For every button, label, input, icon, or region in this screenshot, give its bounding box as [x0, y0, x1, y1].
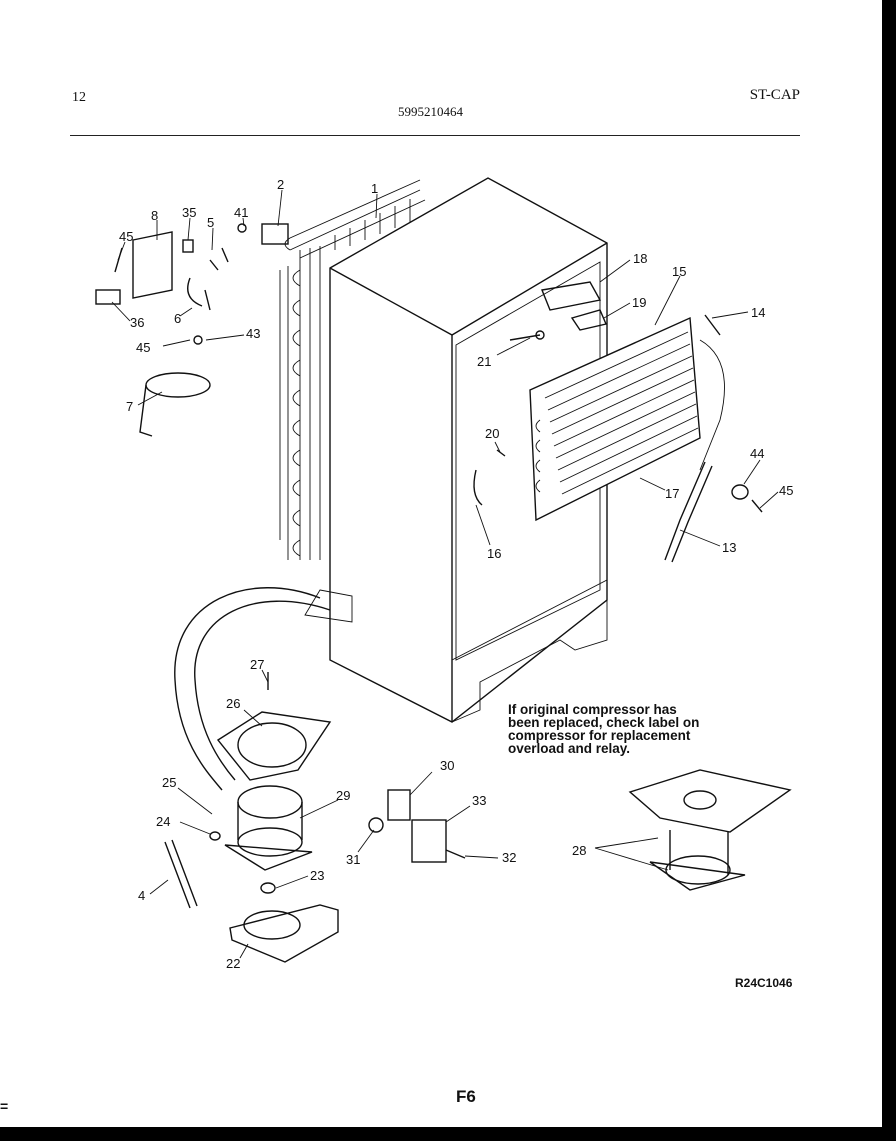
page-border-bottom — [0, 1127, 896, 1141]
callout-31: 31 — [346, 852, 360, 867]
callouts: 1 2 41 35 8 45 5 36 6 45 43 7 18 15 14 1… — [119, 177, 793, 971]
callout-16: 16 — [487, 546, 501, 561]
callout-45-mid: 45 — [136, 340, 150, 355]
assembly-arrow — [174, 587, 353, 791]
note-line-3: compressor for replacement — [508, 728, 691, 743]
small-parts — [95, 223, 763, 690]
callout-41: 41 — [234, 205, 248, 220]
note-line-4: overload and relay. — [508, 741, 631, 756]
callout-20: 20 — [485, 426, 499, 441]
callout-2: 2 — [277, 177, 284, 192]
replacement-note: If original compressor has been replaced… — [508, 702, 748, 756]
callout-45-right: 45 — [779, 483, 793, 498]
page-number: 12 — [72, 90, 86, 105]
callout-14: 14 — [751, 305, 765, 320]
callout-19: 19 — [632, 295, 646, 310]
callout-1: 1 — [371, 181, 378, 196]
callout-43: 43 — [246, 326, 260, 341]
callout-26: 26 — [226, 696, 240, 711]
relay-overload — [368, 789, 466, 863]
cabinet — [329, 177, 608, 723]
callout-17: 17 — [665, 486, 679, 501]
callout-25: 25 — [162, 775, 176, 790]
compressor-assembly — [164, 711, 339, 963]
callout-24: 24 — [156, 814, 170, 829]
callout-18: 18 — [633, 251, 647, 266]
callout-45-top: 45 — [119, 229, 133, 244]
page-border-right — [882, 0, 896, 1141]
part-number: 5995210464 — [398, 104, 463, 119]
footer-code: F6 — [456, 1087, 476, 1106]
margin-mark: = — [0, 1098, 9, 1114]
callout-22: 22 — [226, 956, 240, 971]
evaporator — [529, 316, 725, 522]
leader-lines — [111, 189, 779, 959]
callout-4: 4 — [138, 888, 145, 903]
callout-35: 35 — [182, 205, 196, 220]
callout-13: 13 — [722, 540, 736, 555]
drain-tube — [664, 461, 713, 563]
callout-28: 28 — [572, 843, 586, 858]
callout-33: 33 — [472, 793, 486, 808]
callout-23: 23 — [310, 868, 324, 883]
condenser-coil — [279, 179, 426, 560]
callout-44: 44 — [750, 446, 764, 461]
callout-27: 27 — [250, 657, 264, 672]
replacement-compressor — [628, 769, 792, 891]
model-code: ST-CAP — [749, 87, 800, 103]
callout-32: 32 — [502, 850, 516, 865]
header-rule — [70, 135, 800, 136]
callout-15: 15 — [672, 264, 686, 279]
callout-36: 36 — [130, 315, 144, 330]
callout-29: 29 — [336, 788, 350, 803]
drawing-code: R24C1046 — [735, 976, 793, 990]
note-line-2: been replaced, check label on — [508, 715, 700, 730]
callout-30: 30 — [440, 758, 454, 773]
callout-21: 21 — [477, 354, 491, 369]
callout-8: 8 — [151, 208, 158, 223]
callout-5: 5 — [207, 215, 214, 230]
callout-7: 7 — [126, 399, 133, 414]
note-line-1: If original compressor has — [508, 702, 677, 717]
callout-6: 6 — [174, 311, 181, 326]
exploded-parts-diagram: 1 2 41 35 8 45 5 36 6 45 43 7 18 15 14 1… — [95, 177, 793, 971]
